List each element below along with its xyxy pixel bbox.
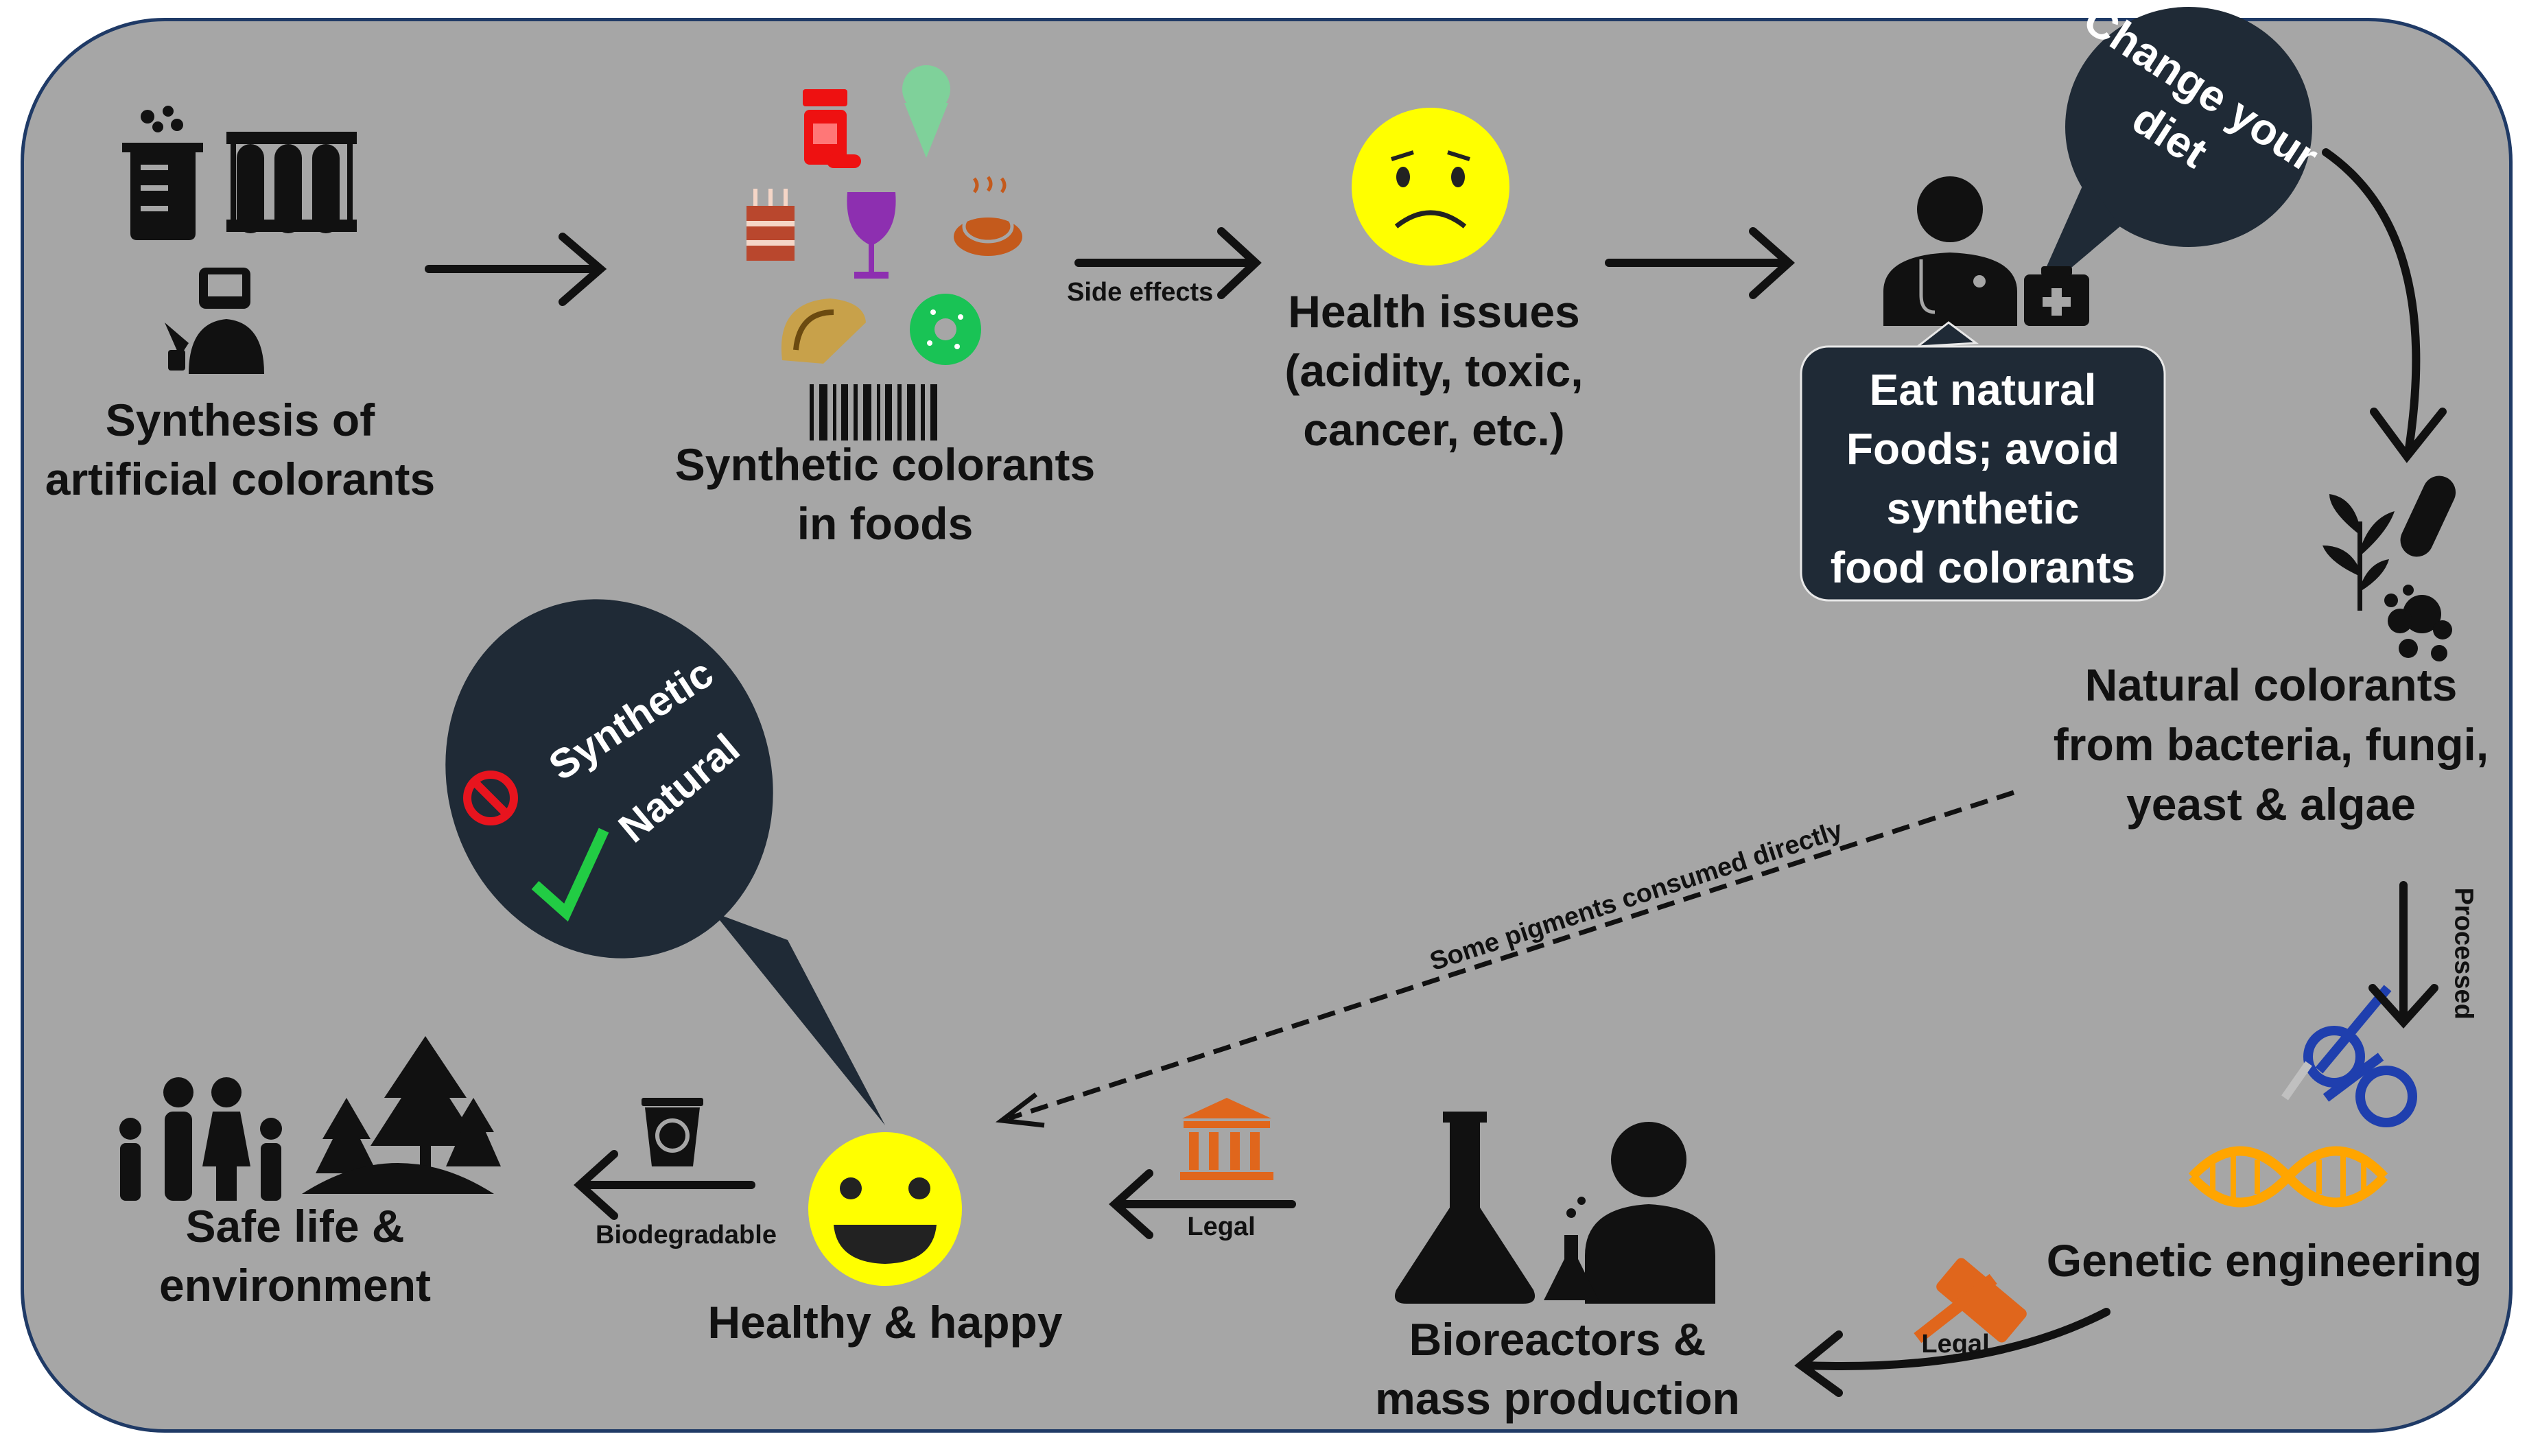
legal-label-1: Legal [1921,1330,1990,1359]
bioreactors-label: Bioreactors & mass production [1375,1314,1740,1424]
synthesis-label: Synthesis of artificial colorants [45,395,436,504]
safe-life-label: Safe life & environment [158,1201,432,1311]
recycle-bin-icon [642,1098,703,1166]
trees-icon [302,1036,501,1194]
pasta-icon [954,176,1022,256]
arrow-consumed-directly-head [995,1092,1045,1128]
beaker-icon [122,106,203,240]
synthetic-foods-label: Synthetic colorants in foods [674,439,1096,549]
natural-colorants-label: Natural colorants from bacteria, fungi, … [2053,659,2489,830]
arrow-genetic-to-bioreactors [1794,1308,2110,1397]
health-issues-label: Health issues (acidity, toxic, cancer, e… [1284,286,1584,455]
flask-icon [1394,1112,1536,1304]
no-icon [463,771,518,825]
arrow-health-to-doctor [1605,227,1796,299]
arrow-diet-to-natural [2322,148,2447,463]
arrow-bioreactors-to-happy [1109,1169,1296,1239]
healthy-bubble [445,599,885,1125]
healthy-happy-label: Healthy & happy [707,1297,1063,1348]
courthouse-icon [1180,1098,1273,1180]
test-tubes-icon [226,132,357,233]
arrows [425,148,2447,1397]
check-icon [531,827,609,922]
processed-label: Processed [2449,887,2478,1020]
wine-glass-icon [847,192,896,279]
barcode-icon [810,384,937,441]
taco-icon [781,298,866,364]
arrow-foods-to-health [1074,227,1262,299]
worried-face-icon [1352,108,1509,266]
eat-natural-text: Eat natural Foods; avoid synthetic food … [1830,365,2136,593]
arrow-consumed-directly [1007,790,2015,1121]
dna-icon [2188,1146,2388,1208]
donut-icon [910,294,981,365]
scissors-icon [2281,985,2417,1127]
plant-icon [2323,494,2395,611]
arrow-natural-to-genetic [2368,881,2438,1029]
side-effects-label: Side effects [1067,278,1214,307]
chemist-icon [1544,1122,1715,1304]
genetic-engineering-label: Genetic engineering [2046,1235,2482,1286]
arrow-happy-to-safe [574,1150,755,1220]
pill-bottle-icon [803,89,861,168]
cells-icon [2384,585,2452,661]
family-icon [119,1077,282,1201]
scientist-icon [165,268,264,374]
legal-label-2: Legal [1187,1212,1256,1241]
gavel-icon [1914,1258,2027,1343]
ice-cream-icon [902,65,950,158]
arrow-synthesis-to-foods [425,233,607,306]
bacteria-icon [2400,475,2456,557]
eat-natural-bubble [1800,321,2166,602]
doctor-icon [1883,176,2017,326]
diagram-panel [21,18,2513,1433]
biodegradable-label: Biodegradable [596,1221,777,1249]
smiley-face-icon [808,1132,962,1286]
medical-bag-icon [2024,266,2089,326]
cake-icon [746,189,795,261]
